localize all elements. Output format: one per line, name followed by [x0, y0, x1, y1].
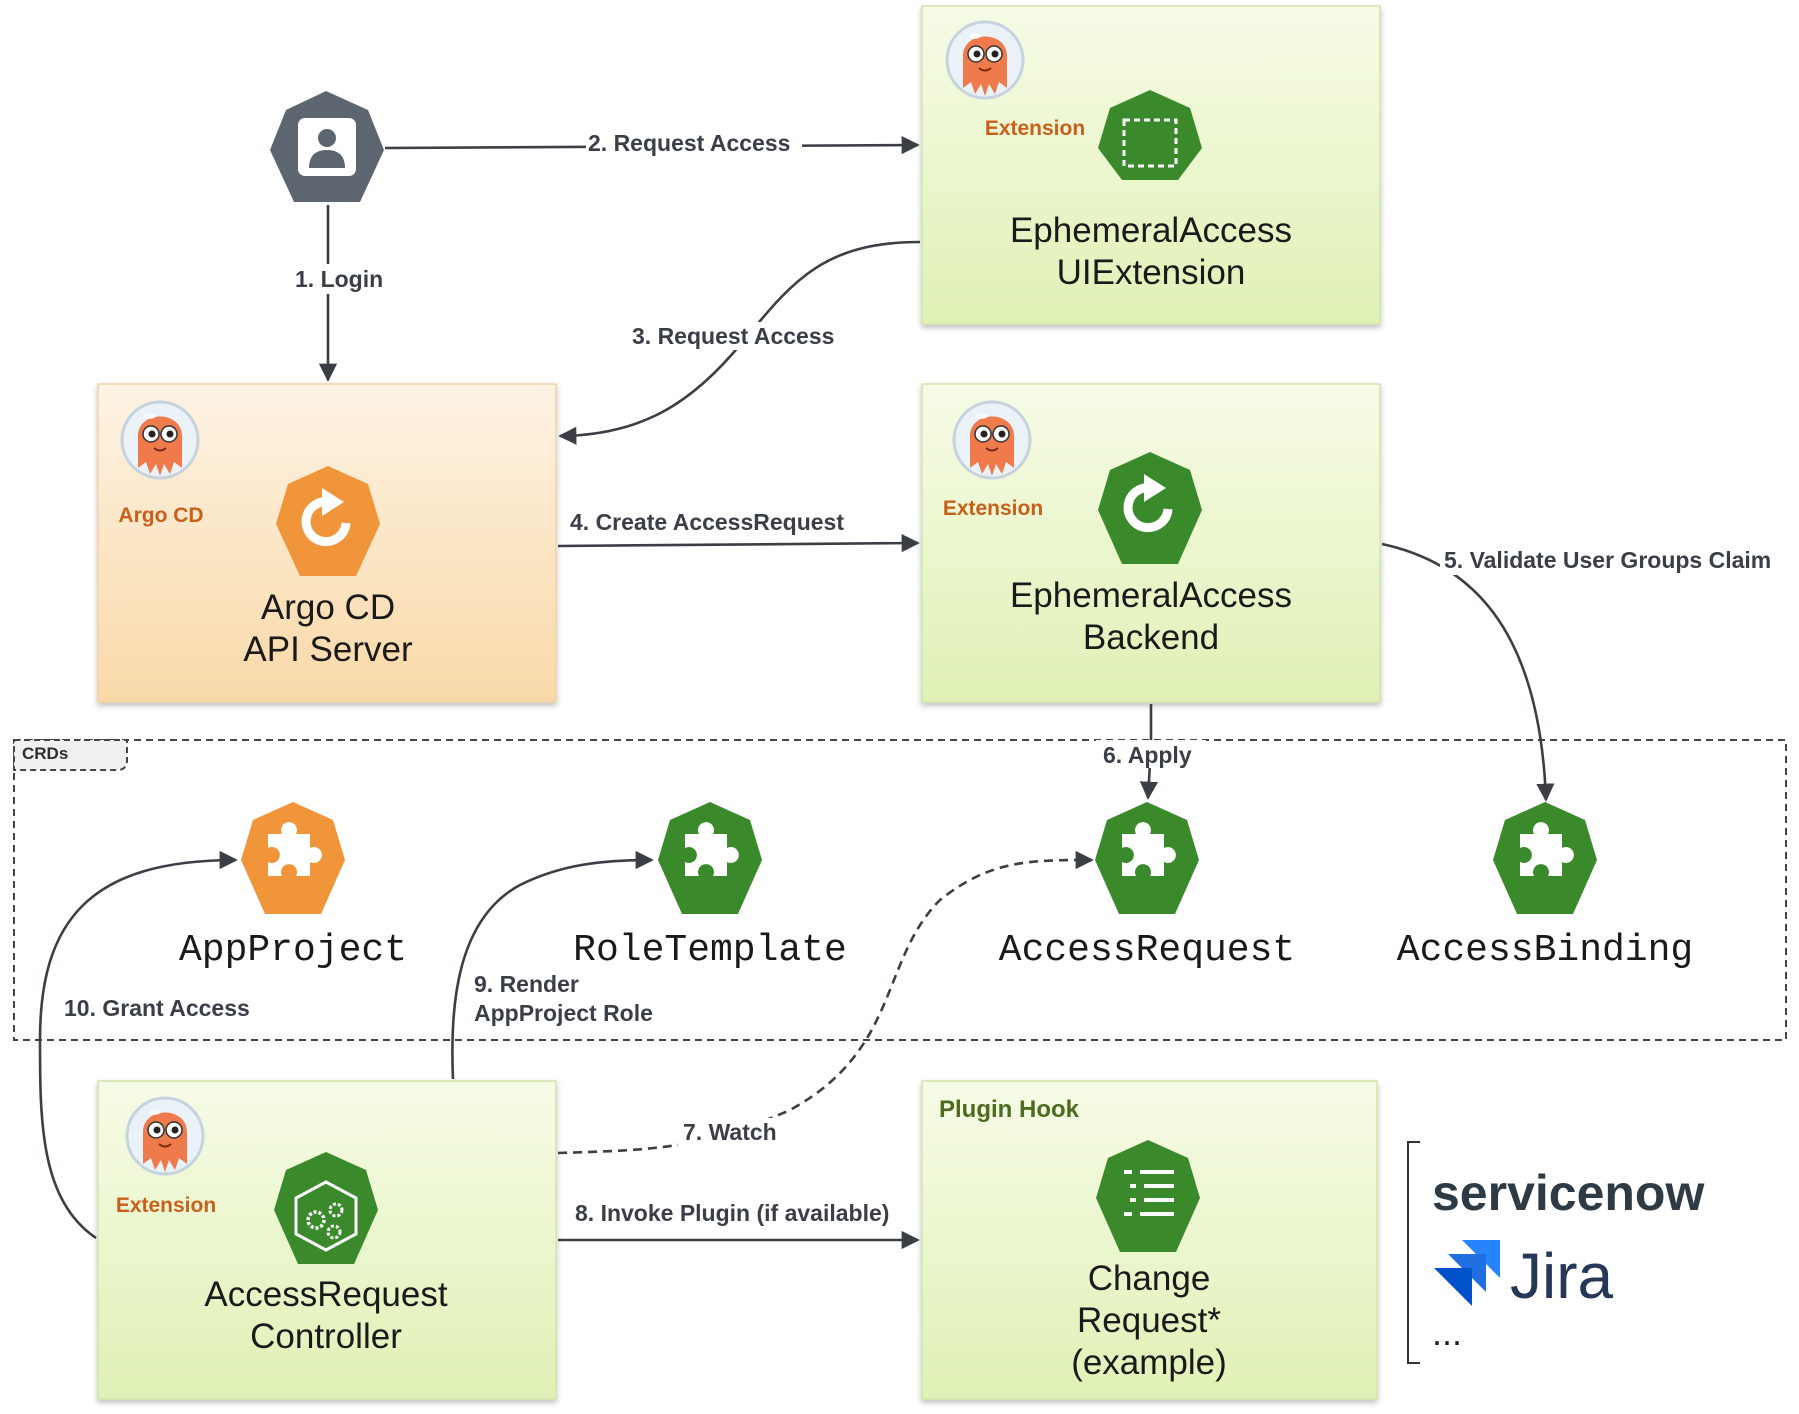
api-server-tag: Argo CD	[118, 504, 203, 527]
edge-label-1: 1. Login	[295, 266, 383, 292]
ui-extension-node[interactable]: Extension EphemeralAccess UIExtension	[921, 5, 1381, 325]
edge-8-invoke-plugin: 8. Invoke Plugin (if available)	[558, 1200, 920, 1250]
edge-4-create-accessrequest: 4. Create AccessRequest	[557, 509, 920, 553]
crd-label-accessbinding: AccessBinding	[1397, 929, 1693, 972]
puzzle-icon	[1520, 822, 1574, 876]
user-icon	[298, 118, 356, 176]
more-plugins: ...	[1432, 1312, 1462, 1353]
gears-icon	[294, 1180, 358, 1252]
crd-roletemplate[interactable]: RoleTemplate	[573, 802, 847, 972]
ui-extension-tag: Extension	[985, 117, 1085, 140]
backend-hexagon	[1098, 452, 1202, 564]
sync-icon	[1123, 474, 1173, 533]
controller-tag: Extension	[116, 1194, 216, 1217]
edge-label-10: 10. Grant Access	[64, 995, 250, 1021]
plugin-examples: servicenow Jira ...	[1407, 1141, 1704, 1364]
api-server-node[interactable]: Argo CD Argo CD API Server	[97, 383, 557, 703]
ui-extension-label-2: UIExtension	[1057, 253, 1246, 292]
argo-mascot-icon	[125, 1096, 205, 1176]
edge-3-request-access: 3. Request Access	[558, 240, 921, 445]
edge-6-apply: 6. Apply	[1096, 704, 1206, 800]
edge-5-validate: 5. Validate User Groups Claim	[1381, 542, 1790, 802]
jira-logo-icon	[1434, 1240, 1500, 1306]
crd-label-appproject: AppProject	[179, 929, 407, 972]
crds-group-label: CRDs	[22, 744, 68, 763]
controller-label-1: AccessRequest	[204, 1275, 447, 1314]
puzzle-icon	[1122, 822, 1176, 876]
argo-mascot-icon	[120, 400, 200, 480]
edge-label-4: 4. Create AccessRequest	[570, 509, 844, 535]
backend-tag: Extension	[943, 497, 1043, 520]
crd-label-roletemplate: RoleTemplate	[573, 929, 847, 972]
bracket	[1407, 1141, 1420, 1364]
sync-icon	[301, 488, 351, 547]
plugin-hook-hexagon	[1096, 1140, 1200, 1252]
edge-label-9-line1: 9. Render	[474, 971, 579, 997]
edge-label-6: 6. Apply	[1103, 742, 1192, 768]
plugin-hook-node[interactable]: Plugin Hook Change Request* (example)	[921, 1080, 1378, 1400]
edge-7-watch: 7. Watch	[557, 850, 1094, 1155]
controller-label-2: Controller	[250, 1317, 402, 1356]
argo-mascot-icon	[952, 400, 1032, 480]
edge-10-grant-access: 10. Grant Access	[38, 850, 270, 1240]
plugin-hook-label-2: Request*	[1077, 1301, 1221, 1340]
plugin-hook-title: Plugin Hook	[939, 1096, 1080, 1123]
api-server-label-2: API Server	[243, 630, 413, 669]
servicenow-logo: servicenow	[1432, 1165, 1704, 1221]
ui-extension-hexagon	[1098, 90, 1202, 180]
edge-label-9-line2: AppProject Role	[474, 1000, 653, 1026]
crds-group: CRDs	[13, 739, 1787, 1041]
crd-accessbinding[interactable]: AccessBinding	[1397, 802, 1693, 972]
edge-label-8: 8. Invoke Plugin (if available)	[575, 1200, 889, 1226]
edge-2-request-access: 2. Request Access	[384, 130, 920, 158]
edge-label-3: 3. Request Access	[632, 323, 834, 349]
backend-label-1: EphemeralAccess	[1010, 576, 1292, 615]
backend-node[interactable]: Extension EphemeralAccess Backend	[921, 383, 1381, 703]
square-icon	[1122, 118, 1178, 168]
plugin-hook-label-1: Change	[1088, 1259, 1211, 1298]
edge-label-7: 7. Watch	[683, 1119, 777, 1145]
controller-node[interactable]: Extension AccessRequest Controller	[97, 1080, 557, 1400]
edge-9-render: 9. Render AppProject Role	[451, 850, 670, 1080]
list-icon	[1124, 1170, 1174, 1216]
crd-label-accessrequest: AccessRequest	[999, 929, 1295, 972]
api-server-label-1: Argo CD	[261, 588, 395, 627]
backend-label-2: Backend	[1083, 618, 1219, 657]
api-server-hexagon	[276, 466, 380, 576]
edge-1-login: 1. Login	[290, 205, 383, 382]
jira-logo-text: Jira	[1510, 1240, 1614, 1312]
user-node[interactable]	[270, 91, 384, 202]
crd-appproject[interactable]: AppProject	[179, 802, 407, 972]
edge-label-5: 5. Validate User Groups Claim	[1444, 547, 1771, 573]
ui-extension-label-1: EphemeralAccess	[1010, 211, 1292, 250]
puzzle-icon	[685, 822, 739, 876]
crd-accessrequest[interactable]: AccessRequest	[999, 802, 1295, 972]
plugin-hook-label-3: (example)	[1071, 1343, 1227, 1382]
edge-label-2: 2. Request Access	[588, 130, 790, 156]
puzzle-icon	[268, 822, 322, 876]
argo-mascot-icon	[945, 20, 1025, 100]
